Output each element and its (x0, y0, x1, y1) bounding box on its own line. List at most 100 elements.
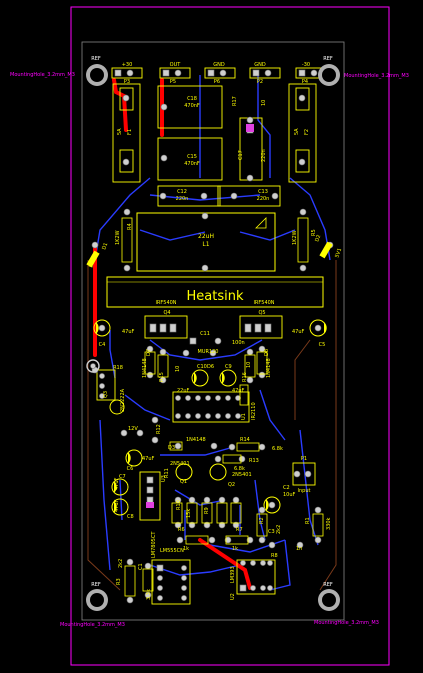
d1-ref: D1 (101, 242, 109, 251)
through-hole-pads (86, 69, 334, 604)
f2-ref: F2 (304, 129, 310, 135)
r16-value: 10 (246, 362, 252, 368)
q3-value: 2N2222A (120, 388, 126, 412)
inductor-ref: L1 (202, 241, 209, 248)
u3-ref: U3 (161, 475, 167, 482)
c8-ref: C8 (127, 514, 134, 520)
mh-label-tl: MountingHole_3.2mm_M3 (10, 72, 75, 78)
c18-value: 470nF (184, 103, 200, 109)
r18-ref: R18 (113, 365, 123, 371)
ref-label-tl: REF (91, 56, 101, 62)
c5-value: 47uF (292, 329, 305, 335)
d1-value: 5V1 (88, 257, 97, 268)
p5-net-label: OUT (170, 62, 182, 68)
q5-part: IRF540N (253, 300, 274, 306)
c11-ref: C11 (200, 331, 210, 337)
r13-ref: R13 (249, 458, 259, 464)
heatsink-outline (106, 276, 324, 308)
r15-value: 10 (175, 366, 181, 372)
c13-value: 220n (257, 196, 270, 202)
d7-ref: D7 (146, 349, 152, 356)
c9-value: 47uF (232, 388, 245, 394)
r10-ref: R10 (176, 500, 182, 510)
d8-ref: D8 (264, 349, 270, 356)
r14-ref: R14 (240, 437, 250, 443)
r6-ref: R6 (178, 527, 185, 533)
inductor-value: 22uH (198, 233, 214, 240)
c12-value: 220n (176, 196, 189, 202)
silkscreen-outlines (96, 67, 327, 605)
c17-value: 220n (261, 149, 267, 162)
c18-ref: C18 (187, 96, 197, 102)
d3-value: 1N4148 (186, 437, 206, 443)
r17-value: 10 (261, 100, 267, 106)
c3-ref: C3 (268, 529, 275, 535)
c5-ref: C5 (319, 342, 326, 348)
c4-value: 47uF (122, 329, 135, 335)
p2-ref: P2 (257, 79, 263, 85)
c15-value: 470nF (184, 161, 200, 167)
resistor-bodies (121, 217, 324, 597)
c4-ref: C4 (99, 342, 106, 348)
q2-value: 2N5401 (232, 472, 252, 478)
c11-value: 100n (232, 340, 245, 346)
p4-net-label: -30 (302, 62, 310, 68)
c8-value: 47uF (114, 499, 120, 512)
u2-value: LM555CN (160, 548, 184, 554)
r5-value: 1K2W (292, 230, 298, 245)
r14-value: 6.8k (272, 446, 283, 452)
r4-value: 1K2W (115, 230, 121, 245)
ref-label-tr: REF (323, 56, 333, 62)
u1-value: IR2110 (251, 402, 257, 420)
f2-value: 5A (294, 128, 300, 135)
r13-value: 6.8k (234, 466, 245, 472)
r12-ref: R12 (156, 424, 162, 434)
r3-value: 2k2 (118, 559, 124, 568)
r9-ref: R9 (204, 507, 210, 514)
lm393-label: LM393 (230, 566, 236, 583)
c10-ref: C10 (197, 364, 207, 370)
u2-ref: U2 (230, 593, 236, 600)
r2-ref: R2 (259, 517, 265, 524)
f1-ref: F1 (127, 129, 133, 135)
mur120-label: MUR120 (198, 349, 219, 355)
c3-value: 1n (296, 546, 302, 552)
r17-ref: R17 (232, 96, 238, 106)
q1-ref: Q1 (180, 479, 187, 485)
mounting-holes (86, 64, 340, 611)
r3-ref: R3 (116, 578, 122, 585)
c6-ref: C6 (127, 466, 134, 472)
smd-pads (146, 124, 254, 508)
u3-value: LM7805CT (151, 531, 157, 558)
r1-ref: R1 (305, 517, 311, 524)
c13-ref: C13 (258, 189, 268, 195)
r15-ref: R15 (159, 372, 165, 382)
q5-ref: Q5 (258, 310, 265, 316)
p6-net-label: GND (213, 62, 225, 68)
r11-ref: R11 (164, 468, 170, 478)
f1-value: 5A (117, 128, 123, 135)
c9-ref: C9 (225, 364, 232, 370)
u1-ref: U1 (241, 413, 247, 420)
p3-net-label: +30 (122, 62, 133, 68)
r8-ref: R8 (271, 553, 278, 559)
p3-ref: P3 (124, 79, 130, 85)
r1-value: 330k (326, 517, 332, 530)
copper-pour-outline (87, 260, 337, 591)
r4-ref: R4 (127, 223, 133, 230)
q4-part: IRF540N (155, 300, 176, 306)
q1-value: 2N5401 (170, 461, 190, 467)
zener-diodes (86, 241, 333, 268)
r5-ref: R5 (311, 229, 317, 236)
r7-value: 1k (232, 546, 238, 552)
c2-value: 10uF (283, 492, 296, 498)
c2-ref: C2 (283, 485, 290, 491)
mh-label-tr: MountingHole_3.2mm_M3 (344, 73, 409, 79)
c6-value: 47uF (142, 456, 155, 462)
d7-value: 1N4148 (142, 358, 148, 378)
p5-ref: P5 (170, 79, 176, 85)
c1-ref: C1 (138, 563, 144, 570)
c1-value: 3.3k (146, 589, 152, 600)
c7-value: 47uF (114, 477, 120, 490)
